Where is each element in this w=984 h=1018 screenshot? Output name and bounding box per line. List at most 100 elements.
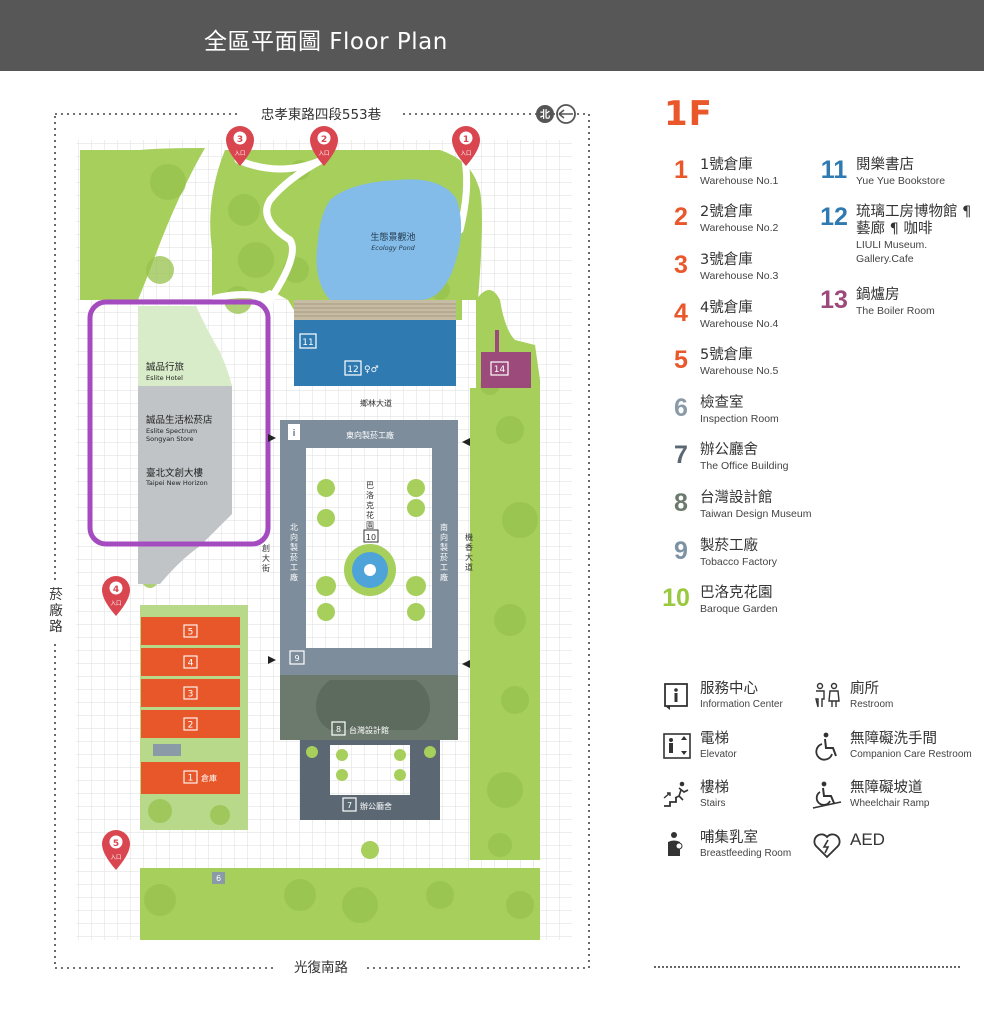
deck-lines — [294, 303, 456, 317]
site-boundary — [54, 113, 590, 969]
pond-label-zh: 生態景觀池 — [370, 231, 415, 243]
facility-zh: 無障礙洗手間 — [850, 731, 937, 747]
legend-zh: 5號倉庫 — [700, 347, 753, 363]
garden-char: 洛 — [366, 490, 374, 500]
east-street-char: 機 — [465, 532, 473, 542]
badge-w4 — [183, 655, 198, 669]
legend-num: 8 — [674, 489, 688, 517]
legend-num: 1 — [674, 156, 688, 184]
west-street-char: 廠 — [49, 602, 63, 619]
badge-11 — [299, 333, 317, 349]
badge-9 — [289, 650, 305, 665]
office-label: 辦公廳舍 — [360, 801, 392, 811]
entrance-pin-4[interactable]: 4 入口 — [102, 576, 130, 616]
entrance-pin-3-num: 3 — [237, 135, 243, 145]
facility-elevator: 電梯 Elevator — [662, 731, 737, 762]
badge-w5-label: 5 — [188, 628, 194, 638]
building-14 — [481, 352, 531, 388]
entrance-pin-1[interactable]: 1 入口 — [452, 126, 480, 166]
store-label-en1: Eslite Spectrum — [146, 427, 197, 435]
facility-en: Elevator — [700, 749, 737, 760]
badge-w3-label: 3 — [188, 690, 194, 700]
building-hotel — [138, 306, 232, 386]
legend-num: 3 — [674, 251, 688, 279]
hotel-label-en: Eslite Hotel — [146, 374, 183, 382]
horizon-label-en: Taipei New Horizon — [145, 479, 208, 487]
north-wing-label: 東向製菸工廠 — [346, 430, 394, 440]
info-center-marker — [288, 424, 300, 440]
facility-en: Information Center — [700, 699, 783, 710]
aed-icon — [813, 833, 841, 859]
stairs-icon — [663, 781, 689, 807]
store-label-zh: 誠品生活松菸店 — [146, 414, 213, 426]
legend-zh: 1號倉庫 — [700, 157, 753, 173]
highlight-box — [87, 299, 271, 547]
badge-12 — [344, 360, 362, 376]
badge-6 — [212, 872, 225, 884]
north-label: 北 — [540, 108, 550, 121]
building-8-design-museum — [280, 675, 458, 740]
legend-zh: 鍋爐房 — [856, 287, 900, 303]
east-wing-char: 廠 — [440, 572, 448, 582]
info-icon — [664, 683, 688, 710]
west-street-char: 大 — [262, 553, 270, 563]
entrance-pin-5[interactable]: 5 入口 — [102, 830, 130, 870]
badge-8-label: 8 — [336, 725, 341, 734]
facility-zh: 廁所 — [850, 681, 879, 697]
east-street-char: 道 — [465, 562, 473, 572]
west-street-char: 街 — [262, 563, 270, 573]
legend-zh: 閱樂書店 — [856, 157, 914, 173]
legend-en: Gallery.Cafe — [856, 253, 914, 265]
badge-11-label: 11 — [302, 338, 313, 348]
header-bar: 全區平面圖 Floor Plan — [0, 0, 984, 71]
entrance-pin-1-num: 1 — [463, 135, 469, 145]
legend-item-1: 1 1號倉庫 Warehouse No.1 — [664, 157, 778, 188]
facility-zh: 電梯 — [700, 731, 729, 747]
breastfeeding-icon — [668, 832, 683, 856]
entrance-pin-3-label: 入口 — [234, 150, 245, 157]
legend-en: Warehouse No.1 — [700, 175, 779, 187]
badge-7 — [342, 797, 357, 812]
pond-label-en: Ecology Pond — [371, 244, 415, 252]
legend-zh: 製菸工廠 — [700, 538, 758, 554]
north-street-bg — [240, 104, 402, 124]
north-street-label: 忠孝東路四段553巷 — [261, 107, 382, 123]
garden-char: 巴 — [366, 481, 374, 490]
road-label: 鄉林大道 — [360, 398, 392, 408]
legend-en: Inspection Room — [700, 413, 779, 425]
floor-label: 1F — [664, 94, 713, 134]
entrance-pin-2-num: 2 — [321, 135, 327, 145]
entrance-pin-2[interactable]: 2 入口 — [310, 126, 338, 166]
legend-num: 5 — [674, 346, 688, 374]
legend-en: Baroque Garden — [700, 603, 778, 615]
west-wing-char: 菸 — [290, 552, 298, 562]
badge-14 — [490, 361, 509, 376]
entrance-pin-2-label: 入口 — [318, 150, 329, 157]
west-wing-char: 向 — [290, 532, 298, 542]
garden-char: 克 — [366, 501, 374, 510]
ecology-pond — [316, 179, 462, 300]
entrance-pin-3[interactable]: 3 入口 — [226, 126, 254, 166]
horizon-label-zh: 臺北文創大樓 — [146, 467, 204, 479]
facility-en: Companion Care Restroom — [850, 749, 972, 760]
east-wing-char: 工 — [440, 563, 448, 572]
legend-zh: 巴洛克花園 — [700, 585, 773, 601]
legend-en: LIULI Museum. — [856, 239, 928, 251]
badge-w1-label: 1 — [188, 774, 194, 784]
legend-zh: 4號倉庫 — [700, 300, 753, 316]
legend-en: Warehouse No.3 — [700, 270, 779, 282]
restroom-icon: ♀♂ — [364, 365, 379, 375]
garden-char: 園 — [366, 521, 374, 530]
legend-zh: 3號倉庫 — [700, 252, 753, 268]
restroom-icon — [815, 682, 840, 708]
